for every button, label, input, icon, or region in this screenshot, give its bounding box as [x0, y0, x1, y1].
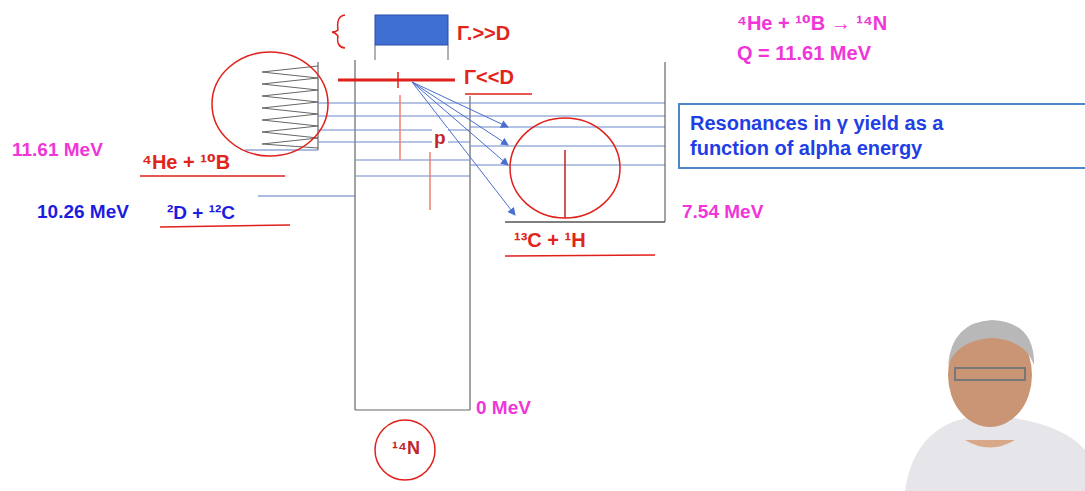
- width-condition: Γ<<D: [462, 66, 516, 88]
- nucleus-name: ¹⁴N: [390, 439, 422, 459]
- energy-value: 10.26 MeV: [35, 202, 131, 223]
- width-condition: Γ.>>D: [455, 22, 512, 44]
- lecturer-photo: [905, 320, 1085, 491]
- channel-name: ¹³C + ¹H: [512, 229, 588, 251]
- note-box: Resonances in γ yield as a function of a…: [678, 103, 1085, 169]
- q-value: Q = 11.61 MeV: [735, 42, 873, 64]
- energy-value: 7.54 MeV: [680, 202, 765, 223]
- channel-name: ⁴He + ¹⁰B: [140, 151, 232, 173]
- energy-value: 11.61 MeV: [10, 140, 105, 161]
- note-text: Resonances in γ yield as a function of a…: [690, 111, 990, 161]
- energy-value: 0 MeV: [474, 398, 533, 419]
- channel-name: ²D + ¹²C: [165, 203, 237, 224]
- reaction-equation: ⁴He + ¹⁰B → ¹⁴N: [735, 12, 889, 34]
- particle-label: p: [432, 128, 448, 149]
